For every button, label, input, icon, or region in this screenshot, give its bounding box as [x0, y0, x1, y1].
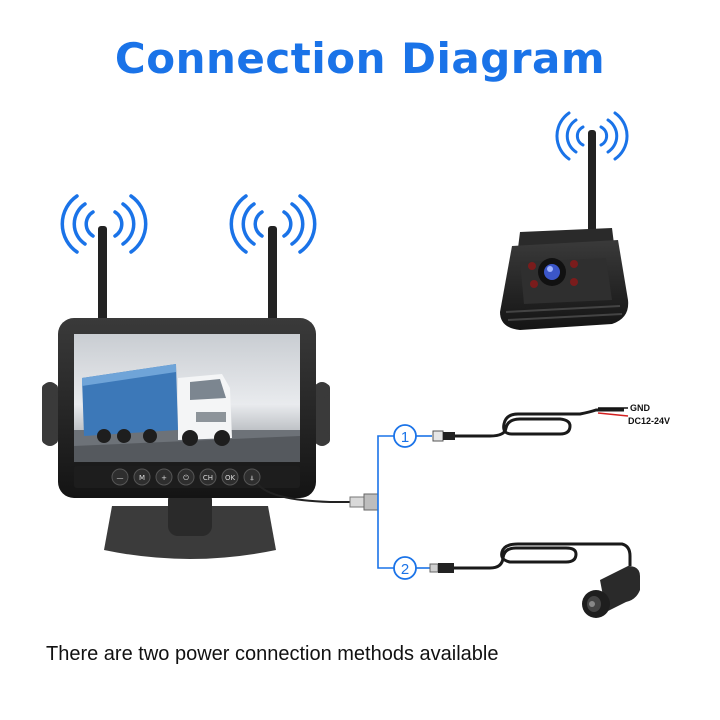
caption: There are two power connection methods a…: [46, 643, 499, 665]
monitor-button-label: +: [161, 474, 167, 482]
option-1-number: 1: [401, 429, 409, 446]
monitor-button-label: ⏻: [183, 474, 189, 482]
camera-icon: [500, 130, 629, 330]
monitor-button-label: CH: [203, 474, 213, 482]
antenna-icon: [268, 226, 277, 322]
monitor-button[interactable]: —: [111, 468, 129, 486]
monitor-button-label: —: [117, 474, 124, 482]
antenna-icon: [588, 130, 596, 234]
option-2-badge: 2: [393, 556, 417, 580]
monitor-button[interactable]: ⍋: [243, 468, 261, 486]
branch-bracket: [377, 435, 394, 569]
wifi-signal-icon: [555, 111, 629, 161]
gnd-label: GND: [630, 403, 651, 413]
monitor-button-label: ⍋: [250, 474, 254, 482]
monitor-button[interactable]: ⏻: [177, 468, 195, 486]
option-1-badge: 1: [393, 424, 417, 448]
monitor-button-label: M: [139, 474, 145, 482]
monitor-button[interactable]: CH: [199, 468, 217, 486]
monitor-button[interactable]: OK: [221, 468, 239, 486]
cable-connector: [349, 493, 379, 511]
monitor-button-row: — M + ⏻ CH OK ⍋: [111, 468, 261, 486]
option-2-number: 2: [401, 561, 409, 578]
antenna-icon: [98, 226, 107, 322]
page-title: Connection Diagram: [114, 34, 606, 83]
cigarette-lighter-cable: [416, 542, 632, 573]
monitor-button[interactable]: M: [133, 468, 151, 486]
monitor-screen: [74, 334, 300, 462]
voltage-label: DC12-24V: [628, 416, 670, 426]
wifi-signal-icon: [60, 194, 148, 254]
hardwire-cable: GND DC12-24V: [416, 403, 670, 442]
monitor-button[interactable]: +: [155, 468, 173, 486]
wifi-signal-icon: [229, 194, 317, 254]
cigarette-lighter-plug-icon: [582, 566, 640, 618]
monitor-power-cable: [257, 483, 352, 503]
monitor: — M + ⏻ CH OK ⍋: [42, 226, 330, 559]
monitor-button-label: OK: [225, 474, 236, 482]
